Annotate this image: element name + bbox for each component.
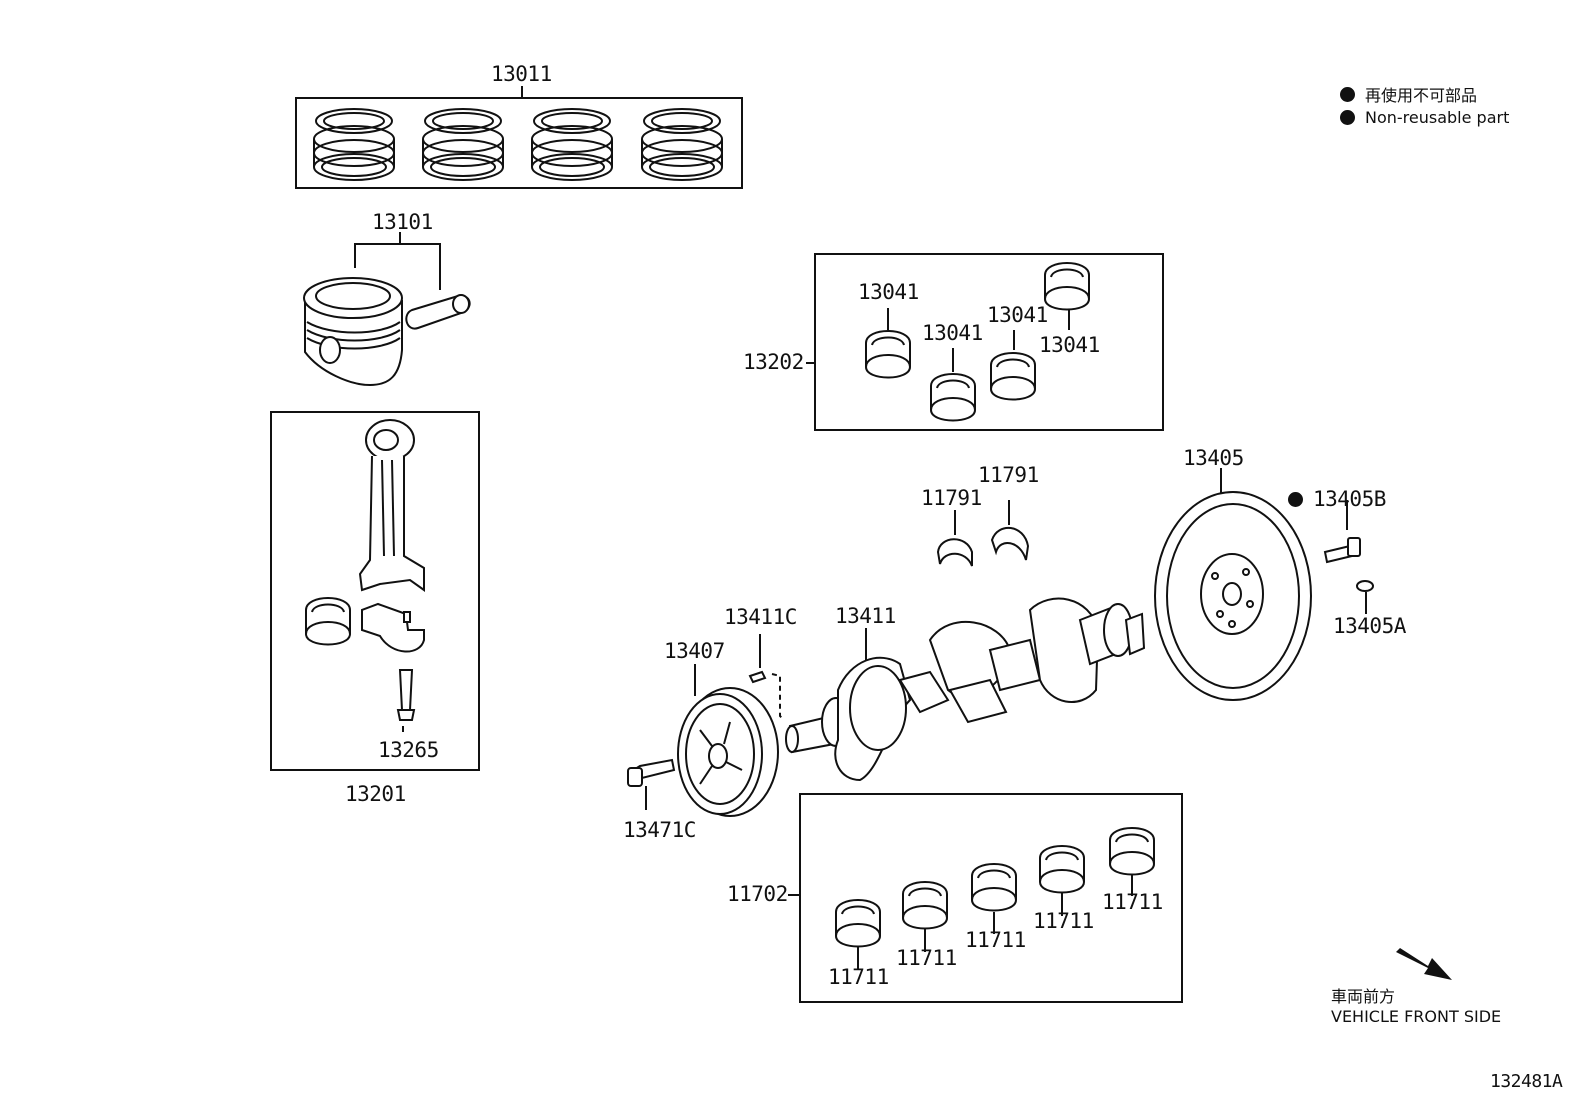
part-label-11791-a[interactable]: 11791 (921, 486, 982, 510)
part-label-11711-a[interactable]: 11711 (828, 965, 889, 989)
bearing-icon (971, 863, 1017, 912)
part-label-13407[interactable]: 13407 (664, 639, 725, 663)
bearing-icon (930, 373, 976, 422)
pulley-bolt-icon (627, 758, 676, 810)
part-label-13041-d[interactable]: 13041 (1039, 333, 1100, 357)
piston-ring-icon (422, 108, 504, 181)
connecting-rod-bearing-group (806, 253, 1164, 431)
non-reusable-dot-icon (1288, 492, 1303, 507)
part-label-13041-c[interactable]: 13041 (987, 303, 1048, 327)
front-direction-arrow-icon (1396, 948, 1452, 980)
part-label-13265[interactable]: 13265 (378, 738, 439, 762)
non-reusable-dot-icon (1340, 86, 1355, 102)
part-label-13041-a[interactable]: 13041 (858, 280, 919, 304)
part-label-13011[interactable]: 13011 (491, 62, 552, 86)
bearing-icon (990, 352, 1036, 401)
legend-non-reusable-en: Non-reusable part (1340, 108, 1509, 127)
bearing-icon (835, 899, 881, 948)
non-reusable-dot-icon (1340, 110, 1355, 125)
bearing-icon (865, 330, 911, 379)
part-label-13411C[interactable]: 13411C (724, 605, 797, 629)
crank-key-icon (748, 634, 785, 721)
legend-text-jp: 再使用不可部品 (1365, 86, 1478, 105)
bearing-icon (1039, 845, 1085, 894)
bearing-icon (1044, 262, 1090, 311)
thrust-washer-icon (936, 500, 1030, 567)
piston-ring-icon (531, 108, 613, 181)
bearing-icon (1109, 827, 1155, 876)
part-label-11711-d[interactable]: 11711 (1033, 909, 1094, 933)
part-label-11702[interactable]: 11702 (727, 882, 788, 906)
crankshaft-pulley-icon (677, 664, 779, 817)
piston-ring-set-group (295, 86, 743, 189)
part-label-13405A[interactable]: 13405A (1333, 614, 1406, 638)
flywheel-icon (1154, 468, 1374, 701)
piston-ring-icon (313, 108, 395, 181)
vehicle-front-label-en: VEHICLE FRONT SIDE (1331, 1007, 1502, 1026)
part-label-13405[interactable]: 13405 (1183, 446, 1244, 470)
part-label-13405B-text: 13405B (1313, 487, 1386, 511)
legend-text-en: Non-reusable part (1365, 108, 1510, 127)
crankshaft-icon (785, 597, 1146, 782)
main-bearing-group (788, 793, 1183, 1003)
part-label-13202[interactable]: 13202 (743, 350, 804, 374)
part-label-13201[interactable]: 13201 (345, 782, 406, 806)
part-label-13471C[interactable]: 13471C (623, 818, 696, 842)
part-label-13101[interactable]: 13101 (372, 210, 433, 234)
part-label-13411[interactable]: 13411 (835, 604, 896, 628)
part-label-11711-e[interactable]: 11711 (1102, 890, 1163, 914)
part-label-11791-b[interactable]: 11791 (978, 463, 1039, 487)
figure-id: 132481A (1490, 1071, 1563, 1092)
piston-ring-icon (641, 108, 723, 181)
vehicle-front-label-jp: 車両前方 (1331, 987, 1396, 1006)
legend-non-reusable-jp: 再使用不可部品 (1340, 82, 1477, 106)
bearing-icon (902, 881, 948, 930)
part-label-13041-b[interactable]: 13041 (922, 321, 983, 345)
piston-icon (303, 232, 471, 387)
connecting-rod-group (270, 411, 480, 771)
part-label-11711-b[interactable]: 11711 (896, 946, 957, 970)
part-label-11711-c[interactable]: 11711 (965, 928, 1026, 952)
part-label-13405B[interactable]: 13405B (1288, 489, 1386, 510)
